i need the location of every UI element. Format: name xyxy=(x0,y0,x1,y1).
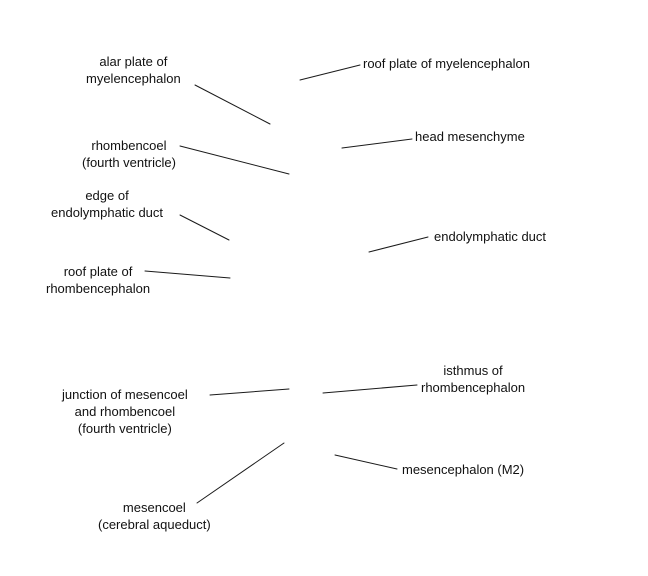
label-rhombencoel-line1: rhombencoel xyxy=(91,138,167,153)
label-roof-plate-myelencephalon: roof plate of myelencephalon xyxy=(363,55,530,72)
leader-line-edge-endolymphatic xyxy=(179,214,230,241)
label-head-mesenchyme: head mesenchyme xyxy=(415,128,525,145)
label-mesencoel-line1: mesencoel xyxy=(122,500,186,515)
label-rhombencoel-line2: (fourth ventricle) xyxy=(82,155,176,170)
label-roof-plate-rhombencephalon-line1: roof plate of xyxy=(63,264,133,279)
label-roof-plate-rhombencephalon: roof plate of rhombencephalon xyxy=(46,263,150,297)
leader-line-endolymphatic-duct xyxy=(368,236,429,253)
label-isthmus-line2: rhombencephalon xyxy=(421,380,526,395)
leader-line-head-mesenchyme xyxy=(341,138,413,149)
label-rhombencoel: rhombencoel (fourth ventricle) xyxy=(82,137,176,171)
label-junction-line2: and rhombencoel xyxy=(74,404,176,419)
label-roof-plate-myelencephalon-text: roof plate of myelencephalon xyxy=(363,56,530,71)
label-junction-line1: junction of mesencoel xyxy=(62,387,188,402)
label-isthmus-line1: isthmus of xyxy=(443,363,503,378)
leader-line-mesencoel xyxy=(196,442,285,504)
label-alar-plate-line1: alar plate of xyxy=(99,54,168,69)
leader-line-junction xyxy=(209,388,290,396)
leader-line-mesencephalon xyxy=(334,454,398,470)
label-roof-plate-rhombencephalon-line2: rhombencephalon xyxy=(46,281,151,296)
label-head-mesenchyme-text: head mesenchyme xyxy=(415,129,525,144)
label-endolymphatic-duct: endolymphatic duct xyxy=(434,228,546,245)
leader-line-isthmus xyxy=(322,384,418,394)
leader-line-rhombencoel xyxy=(179,145,290,175)
leader-line-roof-plate-myelencephalon xyxy=(299,64,361,81)
label-alar-plate: alar plate of myelencephalon xyxy=(86,53,181,87)
leader-line-alar-plate xyxy=(194,84,271,125)
leader-line-roof-plate-rhombencephalon xyxy=(144,270,231,279)
label-isthmus: isthmus of rhombencephalon xyxy=(421,362,525,396)
label-mesencephalon-text: mesencephalon (M2) xyxy=(402,462,525,477)
label-junction-line3: (fourth ventricle) xyxy=(77,421,172,436)
label-mesencoel-line2: (cerebral aqueduct) xyxy=(98,517,211,532)
label-alar-plate-line2: myelencephalon xyxy=(86,71,181,86)
label-mesencephalon: mesencephalon (M2) xyxy=(402,461,524,478)
label-mesencoel: mesencoel (cerebral aqueduct) xyxy=(98,499,211,533)
label-junction: junction of mesencoel and rhombencoel (f… xyxy=(62,386,188,437)
label-edge-endolymphatic-line2: endolymphatic duct xyxy=(51,205,164,220)
label-edge-endolymphatic: edge of endolymphatic duct xyxy=(51,187,163,221)
label-endolymphatic-duct-text: endolymphatic duct xyxy=(434,229,547,244)
label-edge-endolymphatic-line1: edge of xyxy=(85,188,129,203)
